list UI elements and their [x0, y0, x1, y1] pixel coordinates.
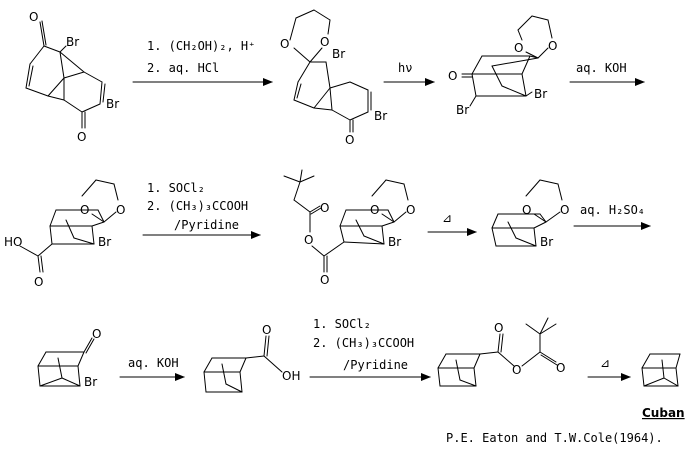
- reaction-arrow-1: 1. (CH₂OH)₂, H⁺ 2. aq. HCl: [132, 39, 273, 86]
- reagent-text: 2. (CH₃)₃CCOOH: [147, 199, 248, 213]
- molecule-9-cubane-anhydride: O O O: [437, 317, 565, 387]
- atom-o: O: [77, 130, 86, 144]
- atom-o: O: [320, 273, 329, 287]
- reagent-text: aq. KOH: [576, 61, 627, 75]
- atom-o: O: [34, 275, 43, 289]
- molecule-8-cubanecarboxylic-acid: O OH: [203, 323, 300, 393]
- reaction-arrow-7: aq. KOH: [119, 356, 185, 381]
- atom-oh: OH: [282, 369, 300, 383]
- reagent-text: hν: [398, 61, 412, 75]
- reaction-arrow-3: aq. KOH: [569, 61, 645, 86]
- atom-ho: HO: [4, 235, 22, 249]
- atom-br: Br: [98, 235, 111, 249]
- molecule-3-cage-ketone: O O O Br Br: [448, 15, 557, 117]
- atom-br: Br: [456, 103, 469, 117]
- reagent-text: /Pyridine: [343, 358, 408, 372]
- citation: P.E. Eaton and T.W.Cole(1964).: [446, 431, 663, 445]
- reagent-text: 1. SOCl₂: [147, 181, 205, 195]
- molecule-5-anhydride: O O O O O Br: [283, 169, 415, 287]
- atom-o: O: [406, 203, 415, 217]
- reagent-text: 1. SOCl₂: [313, 317, 371, 331]
- atom-o: O: [280, 37, 289, 51]
- reaction-arrow-9: ⊿: [587, 356, 631, 381]
- product-name: Cuban: [642, 406, 685, 420]
- atom-o: O: [320, 201, 329, 215]
- atom-br: Br: [534, 87, 547, 101]
- atom-o: O: [560, 203, 569, 217]
- molecule-1-dibromo-diketone: O Br Br O: [25, 10, 119, 144]
- molecule-6-bromocubane-ketal: O O Br: [491, 179, 569, 249]
- atom-o: O: [514, 41, 523, 55]
- atom-o: O: [448, 69, 457, 83]
- reagent-text: aq. KOH: [128, 356, 179, 370]
- atom-o: O: [304, 233, 313, 247]
- atom-br: Br: [540, 235, 553, 249]
- reagent-text: ⊿: [600, 356, 610, 370]
- atom-o: O: [556, 361, 565, 375]
- atom-o: O: [29, 10, 38, 24]
- atom-o: O: [345, 133, 354, 147]
- atom-br: Br: [374, 109, 387, 123]
- molecule-2-ketal: O O Br Br O: [280, 9, 387, 147]
- reagent-text: 2. aq. HCl: [147, 61, 219, 75]
- atom-br: Br: [106, 97, 119, 111]
- atom-o: O: [92, 327, 101, 341]
- atom-o: O: [494, 321, 503, 335]
- reaction-arrow-4: 1. SOCl₂ 2. (CH₃)₃CCOOH /Pyridine: [142, 181, 261, 239]
- reaction-arrow-5: ⊿: [427, 211, 477, 236]
- reaction-arrow-2: hν: [383, 61, 435, 86]
- molecule-10-cubane: Cuban: [641, 353, 685, 420]
- atom-o: O: [522, 203, 531, 217]
- atom-br: Br: [388, 235, 401, 249]
- atom-o: O: [320, 35, 329, 49]
- reagent-text: 1. (CH₂OH)₂, H⁺: [147, 39, 255, 53]
- atom-o: O: [262, 323, 271, 337]
- atom-o: O: [512, 363, 521, 377]
- atom-o: O: [116, 203, 125, 217]
- atom-br: Br: [332, 47, 345, 61]
- reaction-arrow-8: 1. SOCl₂ 2. (CH₃)₃CCOOH /Pyridine: [309, 317, 431, 381]
- atom-br: Br: [66, 35, 79, 49]
- molecule-4-cage-acid: O O Br HO O: [4, 179, 125, 289]
- reagent-text: aq. H₂SO₄: [580, 203, 645, 217]
- reagent-text: /Pyridine: [174, 218, 239, 232]
- atom-o: O: [548, 39, 557, 53]
- atom-br: Br: [84, 375, 97, 389]
- reagent-text: ⊿: [442, 211, 452, 225]
- reaction-arrow-6: aq. H₂SO₄: [573, 203, 651, 230]
- molecule-7-bromocubanone: O Br: [37, 327, 101, 389]
- reagent-text: 2. (CH₃)₃CCOOH: [313, 336, 414, 350]
